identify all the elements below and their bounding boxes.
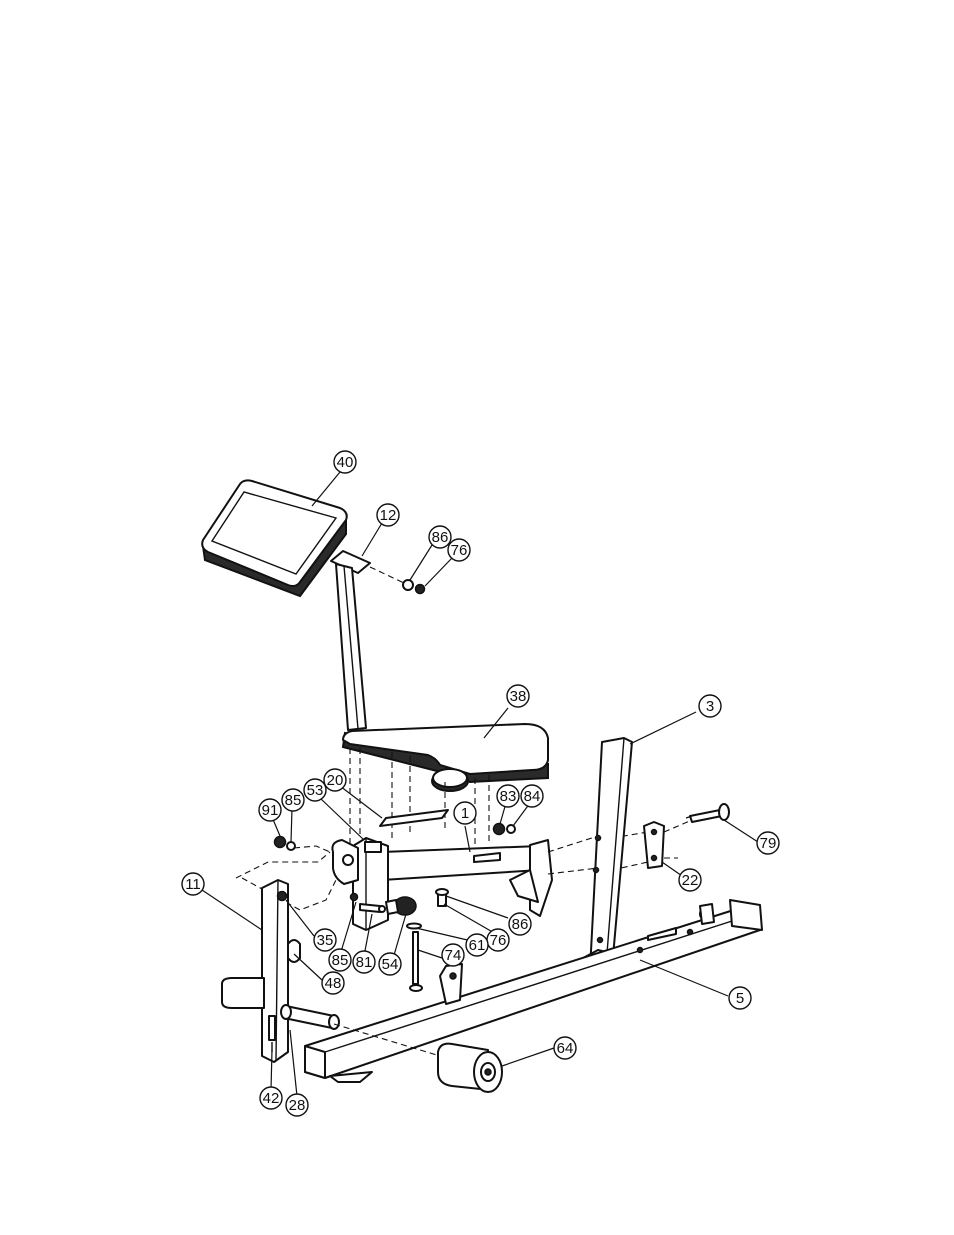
callout-c5: 5 xyxy=(729,987,751,1009)
callout-number: 86 xyxy=(512,916,529,933)
callout-c81: 81 xyxy=(353,951,375,973)
callout-number: 79 xyxy=(760,835,777,852)
callout-c40: 40 xyxy=(334,451,356,473)
callout-number: 3 xyxy=(706,698,714,715)
callout-c3: 3 xyxy=(699,695,721,717)
callout-number: 1 xyxy=(461,805,469,822)
long-bolt xyxy=(686,804,729,822)
callout-c54: 54 xyxy=(379,953,401,975)
callout-c83: 83 xyxy=(497,785,519,807)
callout-c42: 42 xyxy=(260,1087,282,1109)
nut-washer-right xyxy=(494,824,516,835)
callout-number: 54 xyxy=(382,956,399,973)
callout-number: 53 xyxy=(307,782,324,799)
callout-c61: 61 xyxy=(466,934,488,956)
callout-c84: 84 xyxy=(521,785,543,807)
callout-c22: 22 xyxy=(679,869,701,891)
callout-number: 35 xyxy=(317,932,334,949)
callout-number: 20 xyxy=(327,772,344,789)
callout-number: 5 xyxy=(736,990,744,1007)
callout-c35: 35 xyxy=(314,929,336,951)
callout-c76a: 76 xyxy=(448,539,470,561)
bracket-plate xyxy=(644,822,664,868)
upright-post xyxy=(572,738,632,972)
callout-number: 22 xyxy=(682,872,699,889)
clevis-bracket xyxy=(410,932,462,1004)
callout-c85a: 85 xyxy=(282,789,304,811)
callout-number: 84 xyxy=(524,788,541,805)
callout-number: 61 xyxy=(469,937,486,954)
callout-number: 76 xyxy=(451,542,468,559)
callout-c20: 20 xyxy=(324,769,346,791)
foam-roller xyxy=(438,1044,502,1092)
callout-c11: 11 xyxy=(182,873,204,895)
callout-c12: 12 xyxy=(377,504,399,526)
callout-c76b: 76 xyxy=(487,929,509,951)
callout-c86a: 86 xyxy=(429,526,451,548)
callout-number: 74 xyxy=(445,947,462,964)
callout-number: 12 xyxy=(380,507,397,524)
callout-number: 48 xyxy=(325,975,342,992)
callout-number: 28 xyxy=(289,1097,306,1114)
callout-number: 38 xyxy=(510,688,527,705)
nut-washer-left xyxy=(275,837,296,851)
pop-pin-knob xyxy=(386,889,448,929)
backrest-tube xyxy=(331,551,370,730)
callout-c38: 38 xyxy=(507,685,529,707)
callout-number: 40 xyxy=(337,454,354,471)
callout-number: 85 xyxy=(285,792,302,809)
callout-number: 86 xyxy=(432,529,449,546)
leg-arm xyxy=(262,880,300,1062)
callout-number: 91 xyxy=(262,802,279,819)
callout-number: 42 xyxy=(263,1090,280,1107)
back-pad xyxy=(202,480,347,596)
callout-c64: 64 xyxy=(554,1037,576,1059)
callout-number: 76 xyxy=(490,932,507,949)
callout-c91: 91 xyxy=(259,799,281,821)
callout-number: 85 xyxy=(332,952,349,969)
callout-c53: 53 xyxy=(304,779,326,801)
callout-number: 81 xyxy=(356,954,373,971)
seat-pad xyxy=(343,724,548,791)
callout-c48: 48 xyxy=(322,972,344,994)
callout-number: 64 xyxy=(557,1040,574,1057)
callout-number: 83 xyxy=(500,788,517,805)
callout-c85b: 85 xyxy=(329,949,351,971)
callout-c86b: 86 xyxy=(509,913,531,935)
callout-c79: 79 xyxy=(757,832,779,854)
callout-c1: 1 xyxy=(454,802,476,824)
seat-plate xyxy=(380,810,448,826)
callout-c28: 28 xyxy=(286,1094,308,1116)
callout-number: 11 xyxy=(185,876,201,893)
callout-c74: 74 xyxy=(442,944,464,966)
